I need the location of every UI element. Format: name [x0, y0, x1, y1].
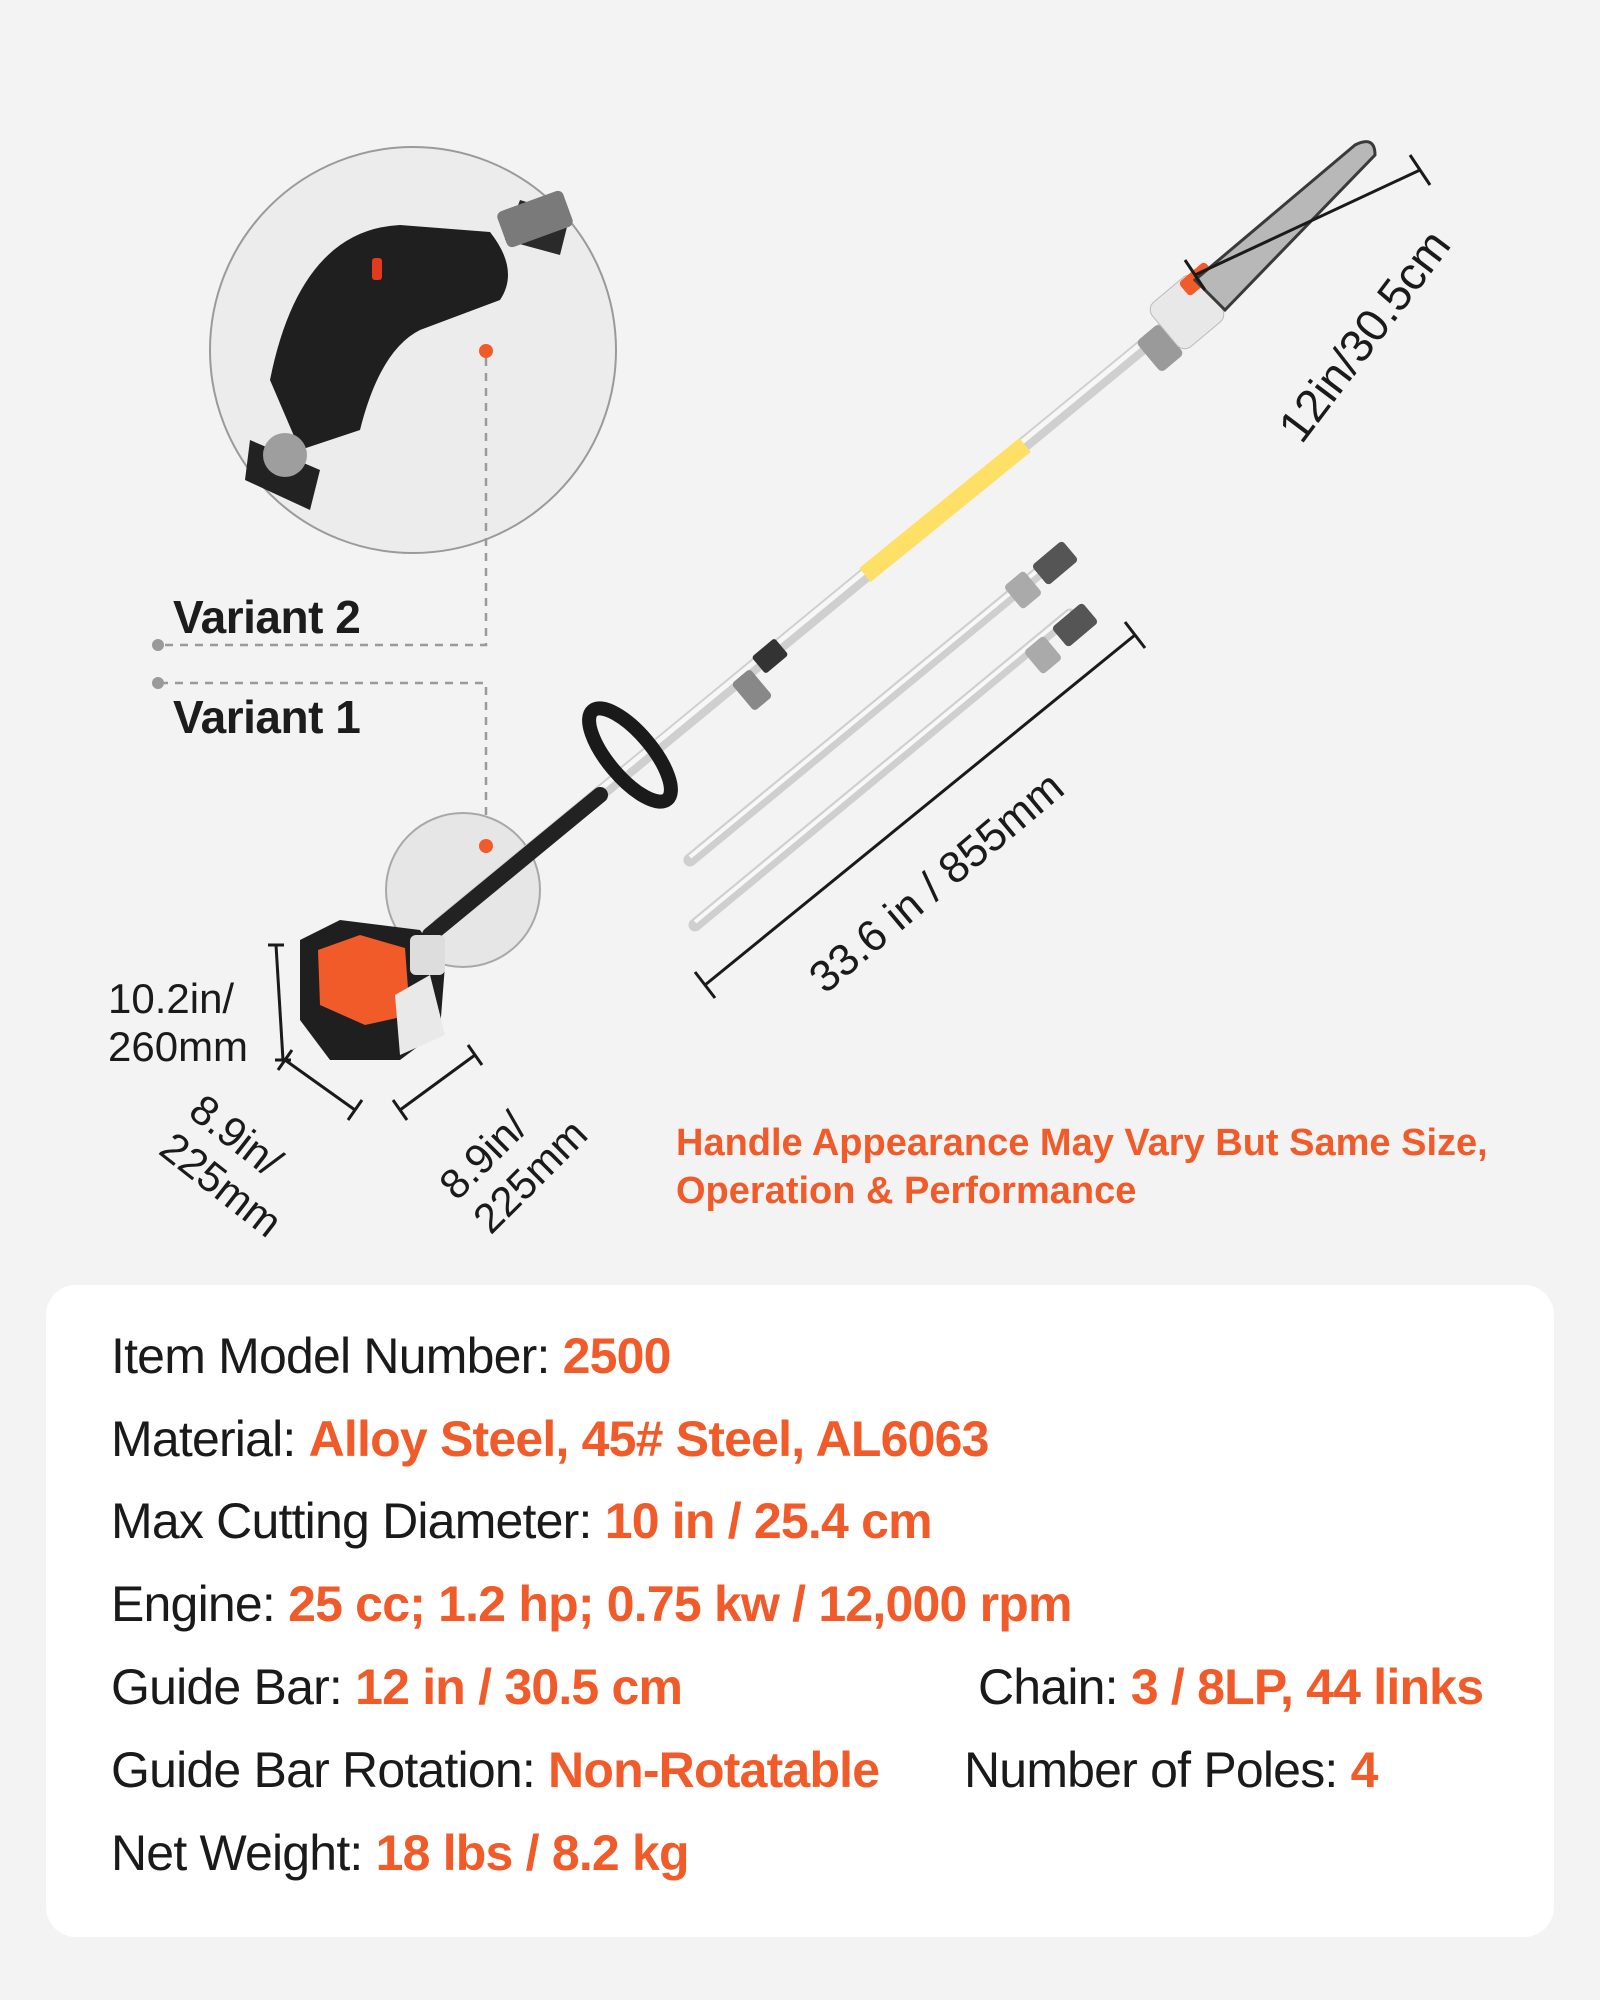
- note-line1: Handle Appearance May Vary But Same Size…: [676, 1122, 1488, 1164]
- spec-material-label: Material:: [111, 1411, 309, 1467]
- variant-connectors: [158, 358, 488, 845]
- spec-model-label: Item Model Number:: [111, 1328, 563, 1384]
- spec-weight-value: 18 lbs / 8.2 kg: [375, 1825, 690, 1881]
- handle-circle-variant1: [385, 812, 541, 968]
- variant1-dot: [152, 677, 164, 689]
- specifications-card: Item Model Number: 2500 Material: Alloy …: [46, 1285, 1554, 1937]
- product-illustration: Variant 2 Variant 1 12in/30.5cm 33.6 in …: [108, 140, 1460, 1246]
- spec-engine-value: 25 cc; 1.2 hp; 0.75 kw / 12,000 rpm: [288, 1576, 1072, 1632]
- spec-weight: Net Weight: 18 lbs / 8.2 kg: [111, 1824, 690, 1882]
- extension-poles: [683, 541, 1098, 932]
- variant2-dot: [152, 639, 164, 651]
- spec-poles-value: 4: [1350, 1742, 1379, 1798]
- spec-max-cut: Max Cutting Diameter: 10 in / 25.4 cm: [111, 1492, 933, 1550]
- spec-engine: Engine: 25 cc; 1.2 hp; 0.75 kw / 12,000 …: [111, 1575, 1072, 1633]
- handle-zoom-circle: [209, 146, 617, 554]
- spec-chain-value: 3 / 8LP, 44 links: [1130, 1659, 1484, 1715]
- main-pole: [422, 312, 1183, 943]
- saw-head: [1149, 140, 1377, 350]
- spec-max-cut-label: Max Cutting Diameter:: [111, 1493, 605, 1549]
- handle-appearance-note: Handle Appearance May Vary But Same Size…: [676, 1120, 1536, 1216]
- engine-height-dimension: 10.2in/ 260mm: [108, 975, 248, 1072]
- spec-guide-bar-value: 12 in / 30.5 cm: [355, 1659, 683, 1715]
- engine-height-line2: 260mm: [108, 1023, 249, 1071]
- note-line2: Operation & Performance: [676, 1169, 1137, 1212]
- variant2-label: Variant 2: [173, 591, 361, 643]
- spec-weight-label: Net Weight:: [111, 1825, 376, 1881]
- engine-height-line1: 10.2in/: [108, 975, 235, 1022]
- spec-guide-bar: Guide Bar: 12 in / 30.5 cm: [111, 1658, 683, 1716]
- spec-chain: Chain: 3 / 8LP, 44 links: [978, 1658, 1484, 1716]
- spec-rotation-value: Non-Rotatable: [548, 1742, 880, 1798]
- spec-rotation: Guide Bar Rotation: Non-Rotatable: [111, 1741, 880, 1799]
- spec-poles-label: Number of Poles:: [964, 1742, 1351, 1798]
- spec-model: Item Model Number: 2500: [111, 1327, 671, 1385]
- spec-guide-bar-label: Guide Bar:: [111, 1659, 356, 1715]
- variant1-label: Variant 1: [173, 691, 361, 743]
- spec-rotation-label: Guide Bar Rotation:: [111, 1742, 549, 1798]
- spec-engine-label: Engine:: [111, 1576, 289, 1632]
- engine: [300, 920, 445, 1060]
- dimension-lines: [268, 154, 1432, 1121]
- spec-material: Material: Alloy Steel, 45# Steel, AL6063: [111, 1410, 989, 1468]
- variant1-marker: [479, 839, 493, 853]
- spec-model-value: 2500: [562, 1328, 672, 1384]
- pole-saw-drawing: [152, 140, 1432, 1121]
- spec-material-value: Alloy Steel, 45# Steel, AL6063: [308, 1411, 990, 1467]
- spec-poles: Number of Poles: 4: [964, 1741, 1378, 1799]
- spec-max-cut-value: 10 in / 25.4 cm: [604, 1493, 933, 1549]
- spec-chain-label: Chain:: [978, 1659, 1131, 1715]
